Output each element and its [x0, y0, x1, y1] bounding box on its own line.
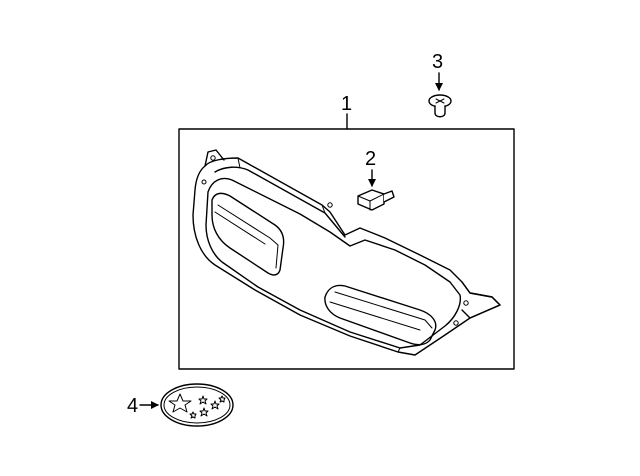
grille-top-notch: [321, 204, 326, 214]
grille-right-tab: [461, 281, 501, 319]
grille-left-tab-hole: [210, 155, 216, 161]
grille-right-opening-inner: [334, 291, 433, 329]
callout-4[interactable]: 4: [127, 395, 159, 417]
grille-right-tab-hole: [463, 300, 469, 306]
emblem-part-4[interactable]: [160, 383, 234, 427]
grille-left-hole: [201, 179, 207, 185]
grille-left-opening-inner-2: [214, 211, 266, 245]
emblem-small-star-4: [218, 395, 226, 403]
emblem-small-star-1: [198, 395, 208, 405]
grille-right-hole: [453, 320, 459, 326]
callout-3[interactable]: 3: [432, 51, 443, 91]
clip-part-2[interactable]: [357, 189, 395, 211]
grille-top-rim-inner: [237, 157, 241, 169]
callout-2-number: 2: [365, 148, 376, 170]
callout-1-number: 1: [341, 93, 352, 115]
emblem-outer-oval: [160, 383, 234, 427]
grille-assembly[interactable]: [192, 149, 501, 356]
grille-outer-shell: [192, 157, 501, 356]
grille-bottom-edge: [397, 347, 401, 353]
emblem-small-star-3: [199, 407, 209, 417]
grille-top-rim: [214, 166, 346, 238]
emblem-inner-oval: [163, 386, 231, 424]
grille-right-opening: [324, 284, 437, 346]
grille-left-opening: [211, 192, 285, 276]
push-pin-head-cross: [435, 98, 445, 104]
callout-2[interactable]: 2: [365, 148, 376, 187]
emblem-large-star: [168, 393, 192, 413]
grille-left-opening-inner: [217, 204, 279, 269]
grille-left-tab: [204, 149, 225, 167]
grille-top-hole: [327, 202, 333, 208]
clip-prong: [383, 190, 395, 203]
push-pin-shank: [434, 105, 446, 118]
grille-inner-rim: [205, 177, 462, 349]
callout-3-number: 3: [432, 51, 443, 73]
emblem-small-star-5: [189, 411, 197, 419]
emblem-small-star-2: [210, 400, 220, 410]
callout-4-number: 4: [127, 395, 138, 417]
grille-right-opening-inner-2: [329, 301, 421, 331]
callout-1[interactable]: 1: [341, 93, 352, 130]
push-pin-part-3[interactable]: [428, 94, 452, 118]
